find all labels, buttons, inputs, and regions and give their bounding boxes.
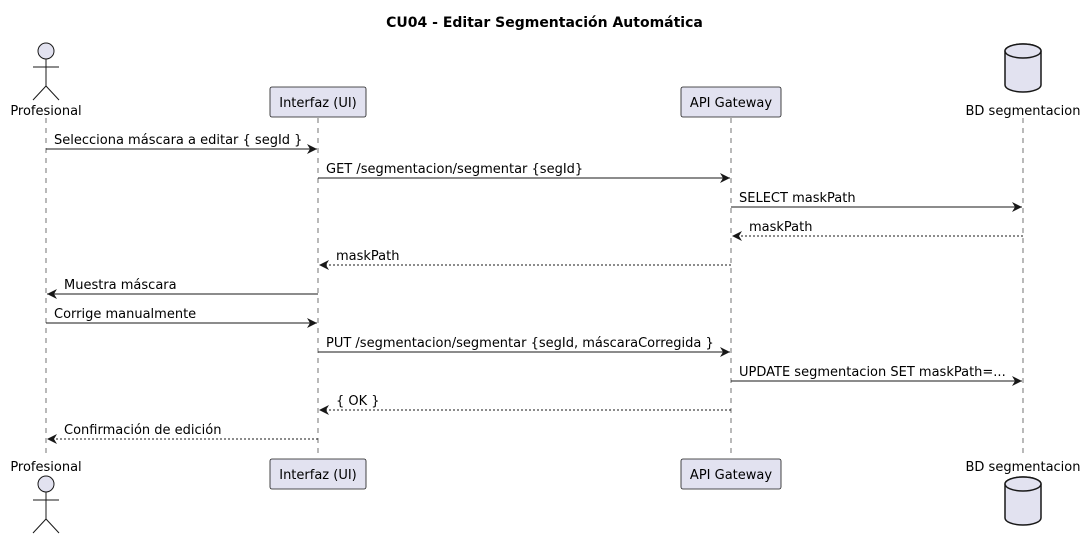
message-9: UPDATE segmentacion SET maskPath=... <box>731 365 1022 386</box>
message-label: { OK } <box>336 394 380 409</box>
message-7: Corrige manualmente <box>46 307 317 328</box>
participant-ui-top: Interfaz (UI) <box>269 86 367 118</box>
participant-api-bottom: API Gateway <box>680 458 782 490</box>
participant-db-bottom: BD segmentacion <box>965 460 1081 526</box>
message-label: SELECT maskPath <box>739 191 856 206</box>
message-8: PUT /segmentacion/segmentar {segId, másc… <box>318 336 730 357</box>
message-6: Muestra máscara <box>47 278 318 299</box>
message-1: Selecciona máscara a editar { segId } <box>46 133 317 154</box>
actor-label: Profesional <box>10 104 81 119</box>
participant-label: API Gateway <box>690 96 772 111</box>
database-icon <box>1004 43 1042 93</box>
message-label: Selecciona máscara a editar { segId } <box>54 133 302 148</box>
messages: Selecciona máscara a editar { segId } GET… <box>46 133 1023 444</box>
actor-label: Profesional <box>10 460 81 475</box>
message-label: Confirmación de edición <box>64 423 222 438</box>
message-4: maskPath <box>732 220 1023 241</box>
message-label: GET /segmentacion/segmentar {segId} <box>326 162 583 177</box>
message-label: PUT /segmentacion/segmentar {segId, másc… <box>326 336 714 351</box>
message-label: UPDATE segmentacion SET maskPath=... <box>739 365 1006 380</box>
message-label: maskPath <box>336 249 400 264</box>
message-5: maskPath <box>319 249 731 270</box>
participant-label: Interfaz (UI) <box>279 468 357 483</box>
actor-icon <box>32 475 60 534</box>
participant-label: API Gateway <box>690 468 772 483</box>
actor-icon <box>32 42 60 101</box>
message-label: Muestra máscara <box>64 278 177 293</box>
participant-db-top: BD segmentacion <box>965 43 1081 119</box>
database-icon <box>1004 476 1042 526</box>
diagram-title: CU04 - Editar Segmentación Automática <box>386 15 703 31</box>
message-11: Confirmación de edición <box>47 423 318 444</box>
database-label: BD segmentacion <box>965 104 1080 119</box>
participant-prof-top: Profesional <box>10 42 82 119</box>
message-2: GET /segmentacion/segmentar {segId} <box>318 162 730 183</box>
participant-api-top: API Gateway <box>680 86 782 118</box>
lifelines <box>45 118 1024 458</box>
participant-label: Interfaz (UI) <box>279 96 357 111</box>
participant-prof-bottom: Profesional <box>10 460 82 534</box>
message-label: maskPath <box>749 220 813 235</box>
message-label: Corrige manualmente <box>54 307 196 322</box>
message-3: SELECT maskPath <box>731 191 1022 212</box>
message-10: { OK } <box>319 394 731 415</box>
participant-ui-bottom: Interfaz (UI) <box>269 458 367 490</box>
database-label: BD segmentacion <box>965 460 1080 475</box>
